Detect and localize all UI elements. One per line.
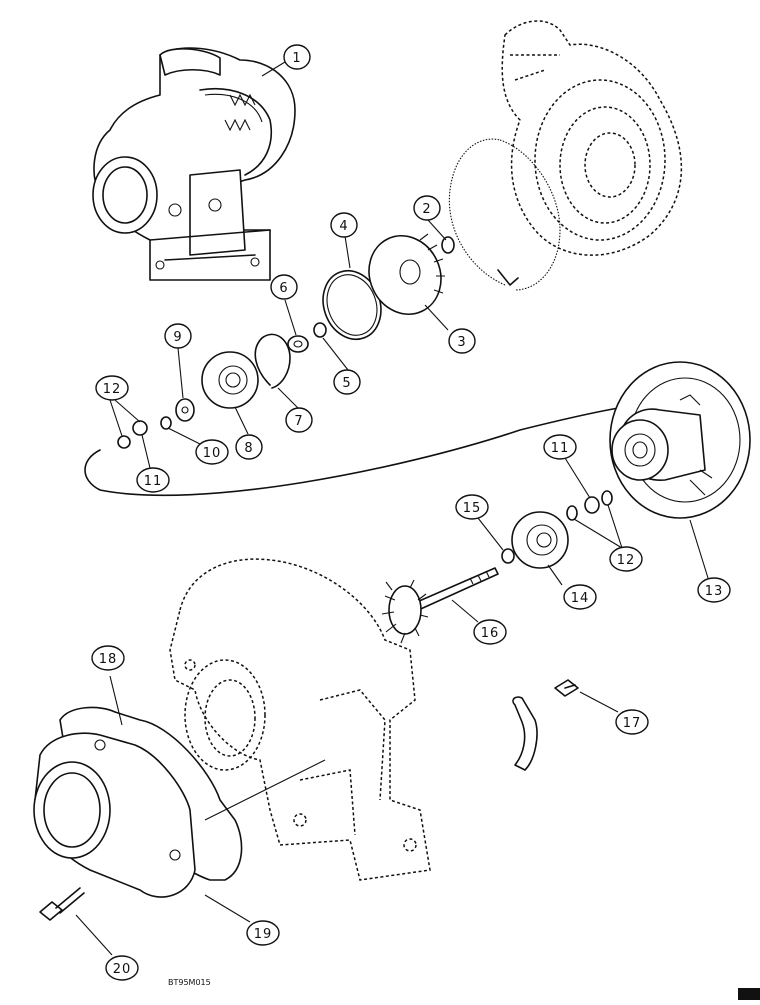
leader-lines [75, 61, 709, 956]
callout-circle [697, 577, 731, 603]
callout-c12b: 12 [609, 546, 643, 572]
callout-number: 13 [705, 584, 724, 599]
center-housing-13 [609, 361, 751, 519]
callout-c16: 16 [473, 619, 507, 645]
callout-circle [333, 369, 361, 395]
bolt-17 [554, 679, 579, 697]
callout-c10: 10 [195, 439, 229, 465]
turbine-housing-outline [169, 558, 431, 881]
thrust-collar-9 [175, 398, 195, 422]
callout-number: 11 [144, 474, 163, 489]
backplate-14 [511, 511, 569, 569]
callout-circle [615, 709, 649, 735]
callout-c7: 7 [285, 407, 313, 433]
figure-code: BT95M015 [168, 978, 211, 987]
bolt-20 [39, 887, 85, 921]
callout-circle [283, 44, 311, 70]
callout-c4: 4 [330, 212, 358, 238]
callout-circle [563, 584, 597, 610]
callout-circle [270, 274, 298, 300]
callout-number: 19 [254, 927, 273, 942]
callout-c12a: 12 [95, 375, 129, 401]
callout-c9: 9 [164, 323, 192, 349]
callout-circle [448, 328, 476, 354]
callout-number: 15 [463, 501, 482, 516]
callout-circle [473, 619, 507, 645]
callout-number: 16 [481, 626, 500, 641]
turbocharger-assembly [92, 47, 296, 281]
callout-number: 11 [551, 441, 570, 456]
callout-c5: 5 [333, 369, 361, 395]
callout-circle [455, 494, 489, 520]
callout-number: 6 [279, 281, 288, 296]
bracket-17 [512, 696, 538, 771]
callout-number: 12 [617, 553, 636, 568]
callout-circle [105, 955, 139, 981]
callout-circle [246, 920, 280, 946]
compressor-wheel-3 [368, 233, 445, 315]
nut-2 [441, 236, 455, 254]
insert-8 [201, 351, 259, 409]
callout-c14: 14 [563, 584, 597, 610]
callout-c8: 8 [235, 434, 263, 460]
callout-number: 14 [571, 591, 590, 606]
sleeve-6 [287, 335, 309, 353]
callout-c18: 18 [91, 645, 125, 671]
callout-c3: 3 [448, 328, 476, 354]
ring-15 [501, 548, 515, 564]
callout-number: 1 [292, 51, 301, 66]
callout-number: 10 [203, 446, 222, 461]
callout-c11b: 11 [543, 434, 577, 460]
callout-number: 3 [457, 335, 466, 350]
callout-number: 18 [99, 652, 118, 667]
corner-block [738, 988, 760, 1000]
turbine-shaft-16 [381, 567, 499, 644]
callout-circle [413, 195, 441, 221]
callout-circle [95, 375, 129, 401]
elbow-18 [33, 732, 196, 898]
small-parts-10-11-12 [117, 416, 172, 449]
callout-c17: 17 [615, 709, 649, 735]
callout-c2: 2 [413, 195, 441, 221]
callout-circle [330, 212, 358, 238]
callout-circle [164, 323, 192, 349]
callout-c1: 1 [283, 44, 311, 70]
ring-5 [313, 322, 327, 338]
callout-number: 9 [173, 330, 182, 345]
callout-circle [195, 439, 229, 465]
callout-number: 7 [294, 414, 303, 429]
callout-number: 2 [422, 202, 431, 217]
callout-circle [91, 645, 125, 671]
callout-number: 20 [113, 962, 132, 977]
bearing-parts-right [566, 490, 613, 521]
callout-number: 5 [342, 376, 351, 391]
callout-c20: 20 [105, 955, 139, 981]
callout-number: 4 [339, 219, 348, 234]
callout-c15: 15 [455, 494, 489, 520]
callout-c6: 6 [270, 274, 298, 300]
callout-c19: 19 [246, 920, 280, 946]
callout-circle [136, 467, 170, 493]
callout-c13: 13 [697, 577, 731, 603]
callout-number: 12 [103, 382, 122, 397]
callout-number: 8 [244, 441, 253, 456]
callout-circle [609, 546, 643, 572]
callout-circle [285, 407, 313, 433]
callout-c11a: 11 [136, 467, 170, 493]
snap-ring-large [448, 138, 561, 291]
callout-circle [235, 434, 263, 460]
compressor-housing-outline [501, 20, 683, 256]
callout-number: 17 [623, 716, 642, 731]
callout-circle [543, 434, 577, 460]
snap-ring-7 [254, 333, 291, 389]
